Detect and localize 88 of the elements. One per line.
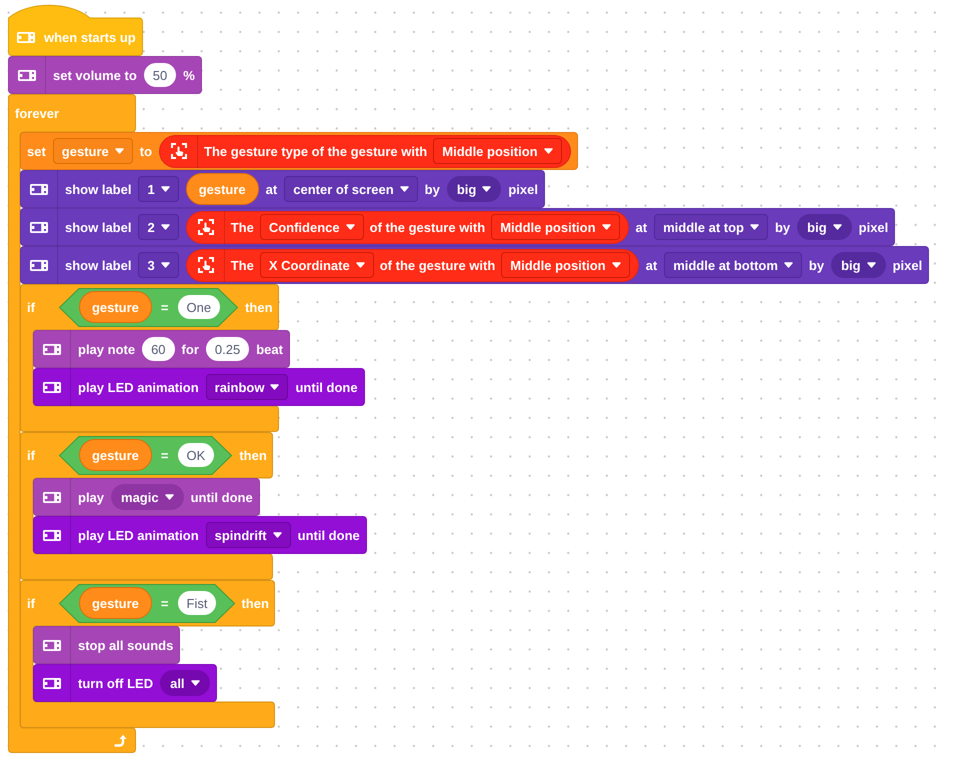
input-field: 0.25 bbox=[206, 337, 250, 361]
sensor-reporter-block bbox=[159, 134, 571, 168]
block-label: = bbox=[160, 300, 169, 314]
block-label: play LED animation bbox=[78, 528, 199, 542]
dropdown: 3 bbox=[138, 252, 179, 278]
block-label: show label bbox=[65, 258, 132, 272]
block-label: until done bbox=[298, 528, 360, 542]
command-block bbox=[33, 330, 290, 368]
block-label: % bbox=[183, 68, 195, 82]
block-label: then bbox=[239, 448, 267, 462]
sensor-reporter-block bbox=[186, 210, 629, 244]
block-label: of the gesture with bbox=[370, 220, 486, 234]
block-label: = bbox=[160, 596, 169, 610]
block-label: play note bbox=[78, 342, 136, 356]
dropdown: magic bbox=[111, 484, 184, 510]
dropdown: gesture bbox=[52, 138, 133, 164]
if-block bbox=[20, 432, 367, 580]
command-block bbox=[20, 246, 930, 284]
block-label: if bbox=[27, 596, 35, 610]
block-label: for bbox=[182, 342, 199, 356]
command-block bbox=[33, 478, 260, 516]
block-label: to bbox=[140, 144, 152, 158]
block-label: The bbox=[230, 258, 254, 272]
block-label: The bbox=[230, 220, 254, 234]
block-label: pixel bbox=[508, 182, 538, 196]
dropdown: rainbow bbox=[206, 374, 288, 400]
block-label: beat bbox=[256, 342, 283, 356]
block-label: play bbox=[78, 490, 104, 504]
block-label: by bbox=[424, 182, 440, 196]
block-label: if bbox=[27, 300, 35, 314]
block-label: at bbox=[636, 220, 648, 234]
variable-reporter: gesture bbox=[78, 439, 152, 471]
block-label: pixel bbox=[892, 258, 922, 272]
block-label: stop all sounds bbox=[78, 638, 174, 652]
sensor-reporter-block bbox=[186, 248, 639, 282]
if-block bbox=[20, 580, 275, 728]
block-label: pixel bbox=[858, 220, 888, 234]
block-label: The gesture type of the gesture with bbox=[204, 144, 428, 158]
dropdown: middle at bottom bbox=[664, 252, 802, 278]
command-block bbox=[33, 368, 365, 406]
variable-reporter: gesture bbox=[78, 587, 152, 619]
dropdown: big bbox=[797, 214, 852, 240]
block-label: set bbox=[27, 144, 46, 158]
dropdown: 2 bbox=[138, 214, 179, 240]
input-field: 50 bbox=[144, 63, 176, 87]
block-label: until done bbox=[295, 380, 358, 394]
command-block bbox=[20, 170, 545, 208]
block-label: turn off LED bbox=[78, 676, 154, 690]
command-block bbox=[20, 208, 896, 246]
input-field: 60 bbox=[142, 337, 175, 361]
block-label: of the gesture with bbox=[380, 258, 496, 272]
variable-reporter: gesture bbox=[186, 173, 259, 205]
dropdown: middle at top bbox=[654, 214, 768, 240]
block-label: when starts up bbox=[44, 30, 136, 44]
dropdown: Middle position bbox=[491, 214, 620, 240]
dropdown: Confidence bbox=[260, 214, 364, 240]
command-block bbox=[20, 132, 578, 170]
hat-block bbox=[8, 5, 143, 56]
block-label: play LED animation bbox=[78, 380, 199, 394]
block-label: then bbox=[245, 300, 273, 314]
dropdown: spindrift bbox=[206, 522, 291, 548]
command-block bbox=[33, 516, 367, 554]
block-label: forever bbox=[15, 106, 60, 120]
block-label: by bbox=[774, 220, 790, 234]
dropdown: 1 bbox=[138, 176, 179, 202]
block-label: set volume to bbox=[53, 68, 137, 82]
block-label: at bbox=[646, 258, 658, 272]
dropdown: Middle position bbox=[501, 252, 630, 278]
command-block bbox=[8, 56, 202, 94]
block-label: at bbox=[266, 182, 278, 196]
command-block bbox=[33, 626, 180, 664]
dropdown: big bbox=[831, 252, 886, 278]
command-block bbox=[33, 664, 217, 702]
dropdown: center of screen bbox=[284, 176, 418, 202]
block-label: then bbox=[241, 596, 269, 610]
loop-block bbox=[8, 94, 930, 753]
block-label: if bbox=[27, 448, 35, 462]
if-block bbox=[20, 284, 365, 432]
dropdown: big bbox=[446, 176, 502, 202]
dropdown: all bbox=[160, 670, 210, 696]
dropdown: X Coordinate bbox=[260, 252, 374, 278]
block-label: by bbox=[808, 258, 824, 272]
block-label: = bbox=[160, 448, 169, 462]
block-label: show label bbox=[65, 182, 132, 196]
block-label: show label bbox=[65, 220, 132, 234]
block-label: until done bbox=[190, 490, 253, 504]
variable-reporter: gesture bbox=[78, 291, 152, 323]
dropdown: Middle position bbox=[433, 138, 562, 164]
